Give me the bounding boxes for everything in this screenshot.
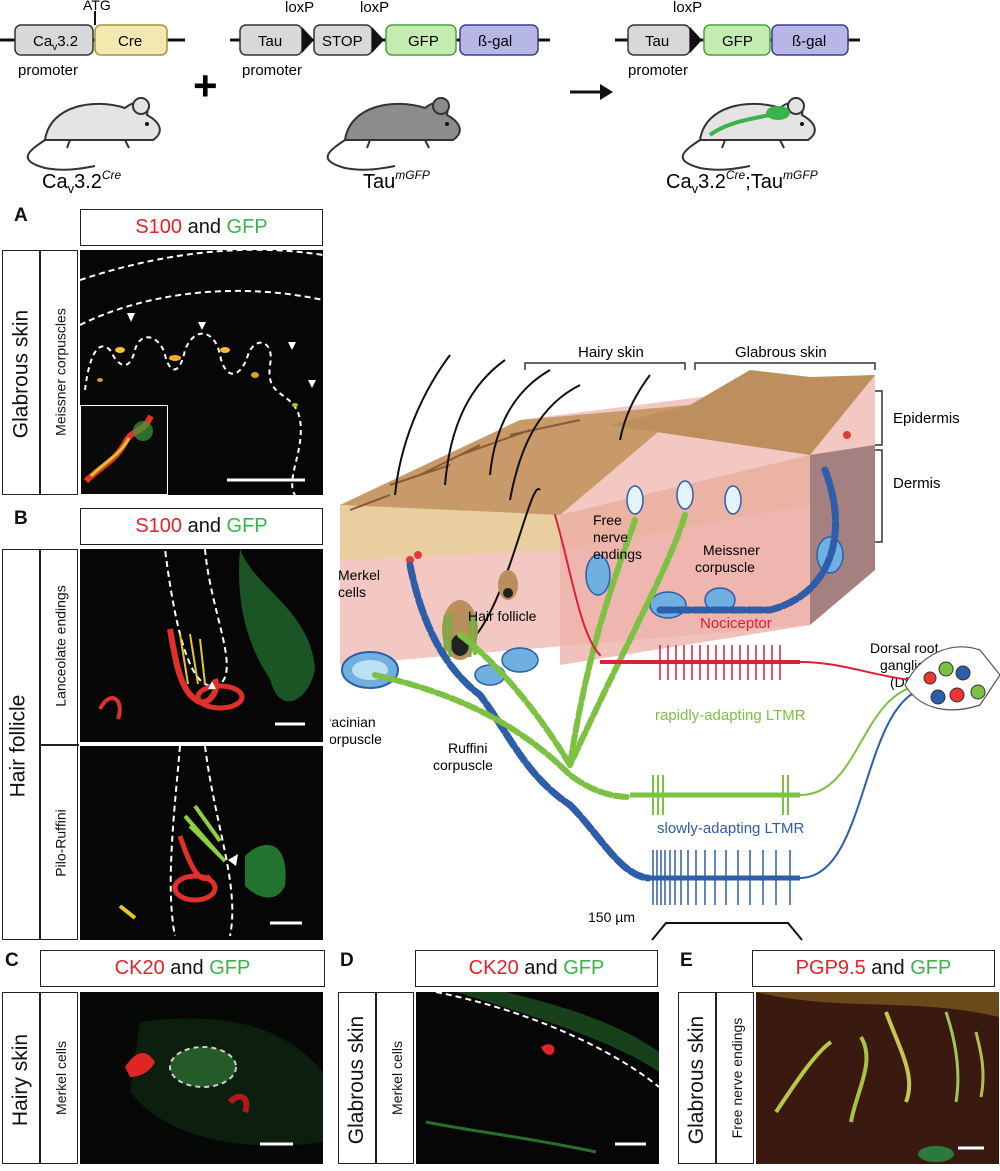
panel-b-lanceolate-micrograph (80, 549, 323, 742)
svg-text:loxP: loxP (285, 0, 314, 16)
glabrous-skin-label: Glabrous skin (735, 344, 827, 361)
svg-text:Pacinian: Pacinian (330, 714, 376, 730)
mouse-label-2: TaumGFP (363, 168, 430, 193)
mouse-label-1: Cav3.2Cre (42, 168, 122, 196)
panel-b-title: S100 and GFP (80, 508, 323, 545)
svg-text:GFP: GFP (722, 33, 753, 50)
result-construct: loxP Tau GFP ß-gal promoter (615, 0, 860, 79)
cav32-cre-construct: ATG Cav3.2 Cre promoter (0, 0, 185, 79)
sa-ltmr-trace: slowly-adapting LTMR (648, 686, 931, 905)
panel-a-inset (80, 405, 168, 495)
mouse-tau-mgfp-icon (326, 97, 461, 171)
svg-text:Tau: Tau (258, 33, 282, 50)
stimulus-trace: 150 µm (588, 909, 803, 941)
svg-text:Tau: Tau (645, 33, 669, 50)
genetic-construct-row: ATG Cav3.2 Cre promoter + loxP loxP Tau … (0, 0, 860, 196)
panel-e-title: PGP9.5 and GFP (752, 950, 995, 987)
svg-text:Meissner: Meissner (703, 542, 760, 558)
svg-text:ß-gal: ß-gal (478, 33, 512, 50)
svg-text:corpuscle: corpuscle (433, 757, 493, 773)
nerve-fibers (372, 466, 840, 882)
svg-text:Merkel: Merkel (338, 567, 380, 583)
svg-text:slowly-adapting LTMR: slowly-adapting LTMR (657, 820, 804, 837)
svg-text:endings: endings (593, 546, 642, 562)
svg-text:nerve: nerve (593, 529, 628, 545)
tau-mgfp-construct: loxP loxP Tau STOP GFP ß-gal promoter (230, 0, 550, 79)
panel-a-title: S100 and GFP (80, 209, 323, 246)
svg-text:Hair follicle: Hair follicle (468, 608, 537, 624)
plus-sign: + (193, 62, 218, 109)
panel-d-side-label: Glabrous skin Merkel cells (338, 992, 414, 1164)
panel-c-micrograph (80, 992, 323, 1164)
dermis-label: Dermis (893, 475, 941, 492)
panel-e-side-label: Glabrous skin Free nerve endings (678, 992, 754, 1164)
epidermis-label: Epidermis (893, 410, 960, 427)
svg-text:cells: cells (338, 584, 366, 600)
svg-text:GFP: GFP (408, 33, 439, 50)
svg-text:promoter: promoter (242, 62, 302, 79)
panel-d-letter: D (340, 950, 354, 971)
svg-text:loxP: loxP (360, 0, 389, 16)
structure-labels: Free nerve endings Meissner corpuscle Me… (330, 512, 939, 773)
hairy-skin-label: Hairy skin (578, 344, 644, 361)
mouse-cross-icon (681, 97, 816, 171)
svg-text:STOP: STOP (322, 33, 363, 50)
panel-b-side-label: Hair follicle Lanceolate endings Pilo-Ru… (2, 549, 79, 940)
panel-b-piloruffini-micrograph (80, 746, 323, 940)
skin-innervation-diagram: Hairy skin Glabrous skin Epidermis Dermi… (330, 344, 1000, 941)
mouse-label-3: Cav3.2Cre;TaumGFP (666, 168, 818, 196)
svg-text:rapidly-adapting LTMR: rapidly-adapting LTMR (655, 707, 806, 724)
svg-text:corpuscle: corpuscle (330, 731, 382, 747)
panel-a-letter: A (14, 205, 28, 226)
hairs (394, 354, 651, 651)
region-brackets: Hairy skin Glabrous skin Epidermis Dermi… (524, 344, 960, 543)
svg-text:Nociceptor: Nociceptor (700, 615, 772, 632)
svg-text:Ruffini: Ruffini (448, 740, 487, 756)
svg-text:Cav3.2: Cav3.2 (33, 33, 78, 53)
promoter-label-1: promoter (18, 62, 78, 79)
svg-text:promoter: promoter (628, 62, 688, 79)
panel-c-side-label: Hairy skin Merkel cells (2, 992, 78, 1164)
mouse-cav32-cre-icon (26, 97, 161, 171)
svg-text:Dorsal root: Dorsal root (870, 640, 939, 656)
cre-box-label: Cre (118, 33, 142, 50)
svg-text:loxP: loxP (673, 0, 702, 16)
svg-text:Free: Free (593, 512, 622, 528)
panel-e-micrograph (756, 992, 999, 1164)
panel-c-letter: C (5, 950, 19, 971)
svg-text:ß-gal: ß-gal (792, 33, 826, 50)
cross-arrow (570, 84, 613, 100)
atg-label: ATG (83, 0, 111, 13)
svg-text:150 µm: 150 µm (588, 909, 635, 925)
panel-d-title: CK20 and GFP (415, 950, 658, 987)
drg-ganglion (904, 646, 1000, 711)
panel-d-micrograph (416, 992, 659, 1164)
nociceptor-trace: Nociceptor (600, 615, 911, 681)
panel-a-micrograph (80, 250, 323, 495)
panel-a-side-label: Glabrous skin Meissner corpuscles (2, 250, 78, 495)
panel-c-title: CK20 and GFP (40, 950, 325, 987)
panel-b-letter: B (14, 508, 28, 529)
svg-text:corpuscle: corpuscle (695, 559, 755, 575)
panel-e-letter: E (680, 950, 693, 971)
ra-ltmr-trace: rapidly-adapting LTMR (630, 684, 921, 815)
